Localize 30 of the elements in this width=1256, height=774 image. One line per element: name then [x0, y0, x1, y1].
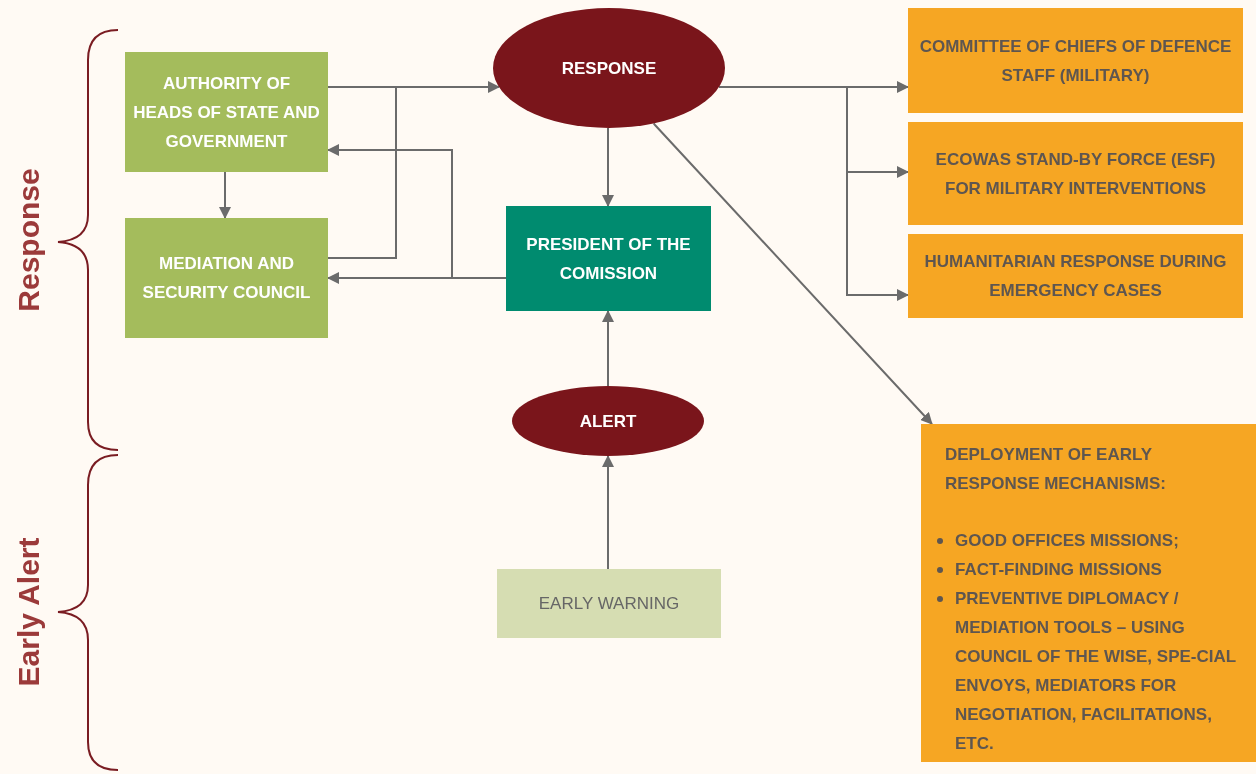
action-box	[908, 234, 1243, 318]
section-label: Early Alert	[10, 537, 46, 687]
input-box	[497, 569, 721, 638]
node-text: COMMITTEE OF CHIEFS OF DEFENCE STAFF (MILITARY)	[918, 35, 1233, 87]
node-text: DEPLOYMENT OF EARLY RESPONSE MECHANISMS:	[944, 444, 1168, 495]
process-box	[125, 218, 328, 338]
node-text: RESPONSE	[560, 57, 658, 80]
action-box	[908, 8, 1243, 113]
process-box	[125, 52, 328, 172]
node-text: ECOWAS STAND-BY FORCE (ESF) FOR MILITARY INTERVENTIONS	[934, 148, 1217, 200]
section-label: Response	[10, 168, 46, 312]
node-text: HUMANITARIAN RESPONSE DURING EMERGENCY CASES	[923, 251, 1228, 302]
process-box	[506, 206, 711, 311]
node-text: AUTHORITY OF HEADS OF STATE AND GOVERNMENT	[132, 72, 321, 153]
action-box	[921, 424, 1256, 762]
connector-arrow	[602, 127, 614, 207]
node-text: MEDIATION AND SECURITY COUNCIL	[141, 253, 312, 304]
action-box	[908, 122, 1243, 225]
connector-arrow	[219, 171, 231, 219]
node-text: PRESIDENT OF THE COMISSION	[525, 233, 692, 285]
connector-arrow	[327, 272, 507, 284]
connector-arrow	[652, 122, 933, 425]
connector-arrow	[602, 310, 614, 387]
connector-arrow	[327, 81, 500, 259]
node-text: ALERT	[578, 410, 638, 433]
node-text: EARLY WARNING	[537, 593, 681, 615]
bullet-item: PREVENTIVE DIPLOMACY / MEDIATION TOOLS – USING COUNCIL OF THE WISE, SPE-CIAL ENVOYS, MEDIATORS FOR NEGOTIATION, FACILITATIONS, ETC.	[955, 588, 1237, 755]
connector-arrow	[602, 455, 614, 570]
bullet-item: GOOD OFFICES MISSIONS;	[955, 530, 1179, 552]
bullet-item: FACT-FINDING MISSIONS	[955, 559, 1162, 581]
